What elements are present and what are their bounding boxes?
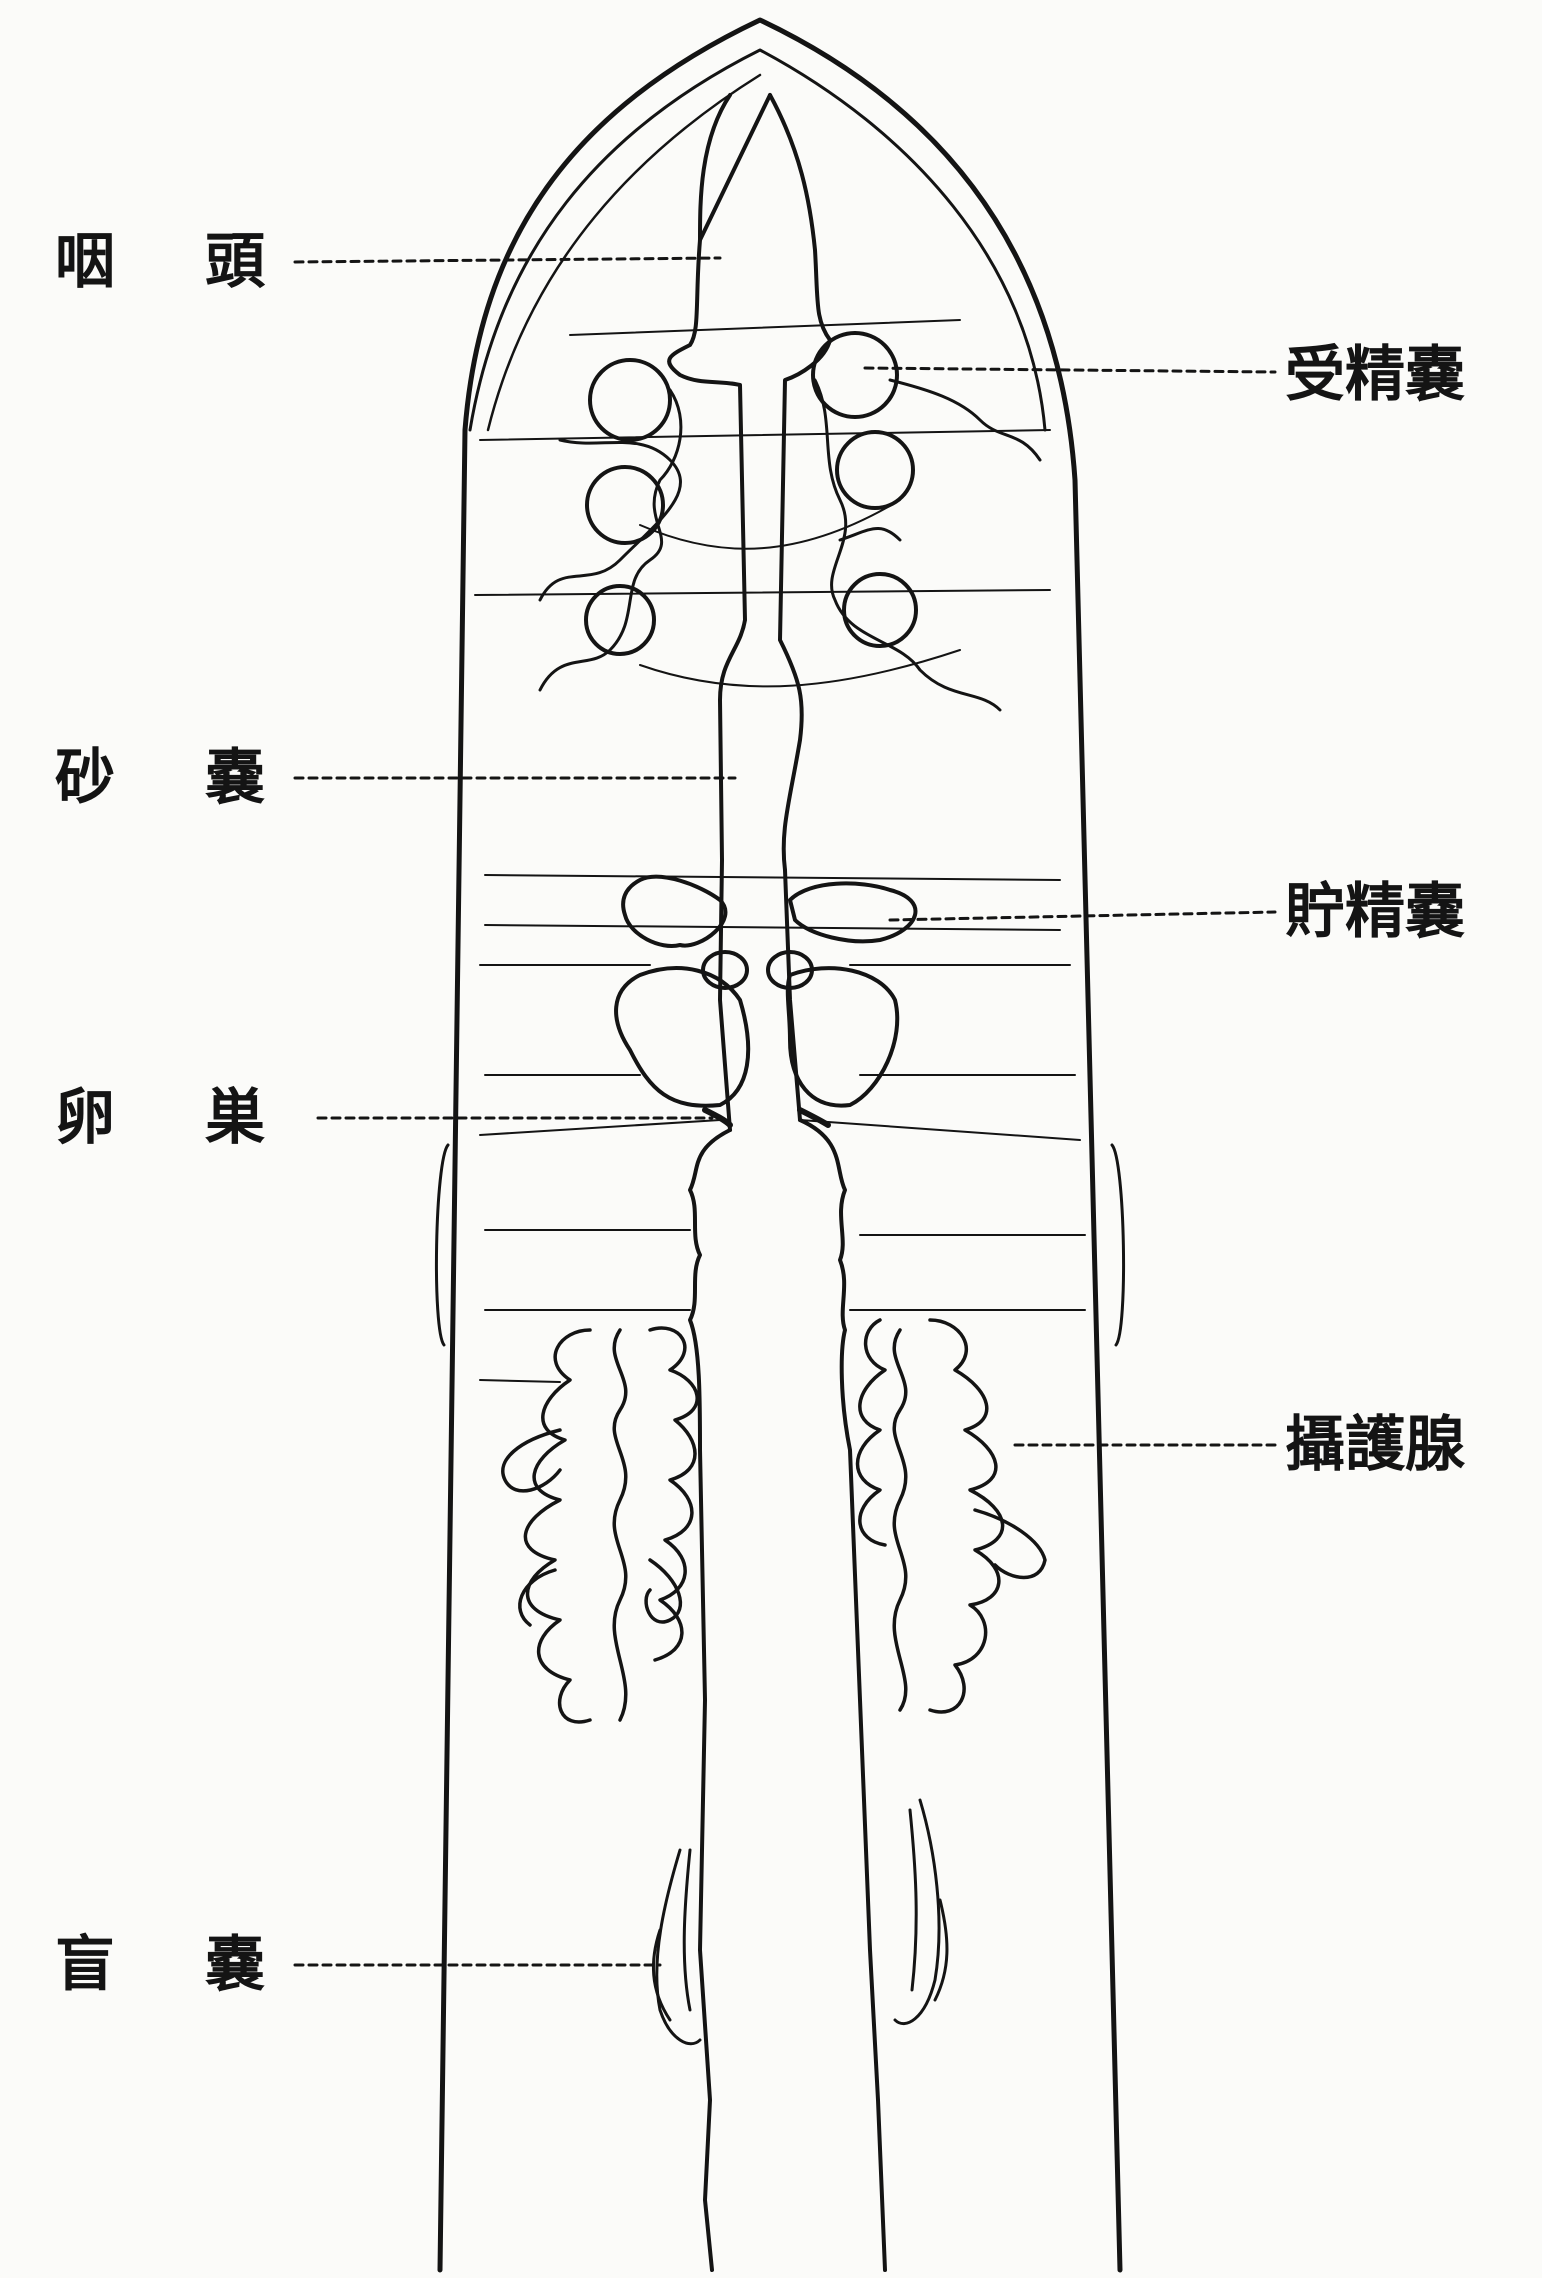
prostate-gland-left: [503, 1328, 697, 1722]
label-pharynx-char1: 咽: [55, 232, 115, 292]
label-ovary-char1: 卵: [55, 1088, 115, 1148]
seminal-vesicle-pair: [616, 877, 915, 1106]
label-pharynx-char2: 頭: [205, 232, 265, 292]
label-gizzard: 砂嚢: [55, 748, 265, 808]
label-gizzard-char1: 砂: [55, 748, 115, 808]
digestive-tract: [669, 95, 885, 2270]
label-caecum: 盲嚢: [55, 1935, 265, 1995]
prostate-gland-pair: [503, 1320, 1045, 1722]
label-gizzard-char2: 嚢: [205, 748, 265, 808]
leader-lines: [295, 258, 1275, 1965]
label-seminal-vesicle: 貯精嚢: [1285, 882, 1465, 942]
spermatheca-pair: [540, 333, 1040, 710]
segment-lines: [475, 320, 1085, 1382]
label-spermatheca: 受精嚢: [1285, 345, 1465, 405]
label-caecum-char2: 嚢: [205, 1935, 265, 1995]
label-prostate-gland: 攝護腺: [1285, 1415, 1465, 1475]
label-ovary-char2: 巣: [205, 1088, 265, 1148]
label-ovary: 卵巣: [55, 1088, 265, 1148]
label-pharynx: 咽頭: [55, 232, 265, 292]
clitellum-band: [436, 1145, 1123, 1345]
leader-spermatheca: [865, 368, 1275, 372]
leader-seminal-vesicle: [890, 912, 1275, 920]
prostate-gland-right: [858, 1320, 1046, 1712]
caecum-pair: [653, 1800, 947, 2044]
leader-pharynx: [295, 258, 720, 262]
label-caecum-char1: 盲: [55, 1935, 115, 1995]
body-outline: [440, 20, 1120, 2270]
